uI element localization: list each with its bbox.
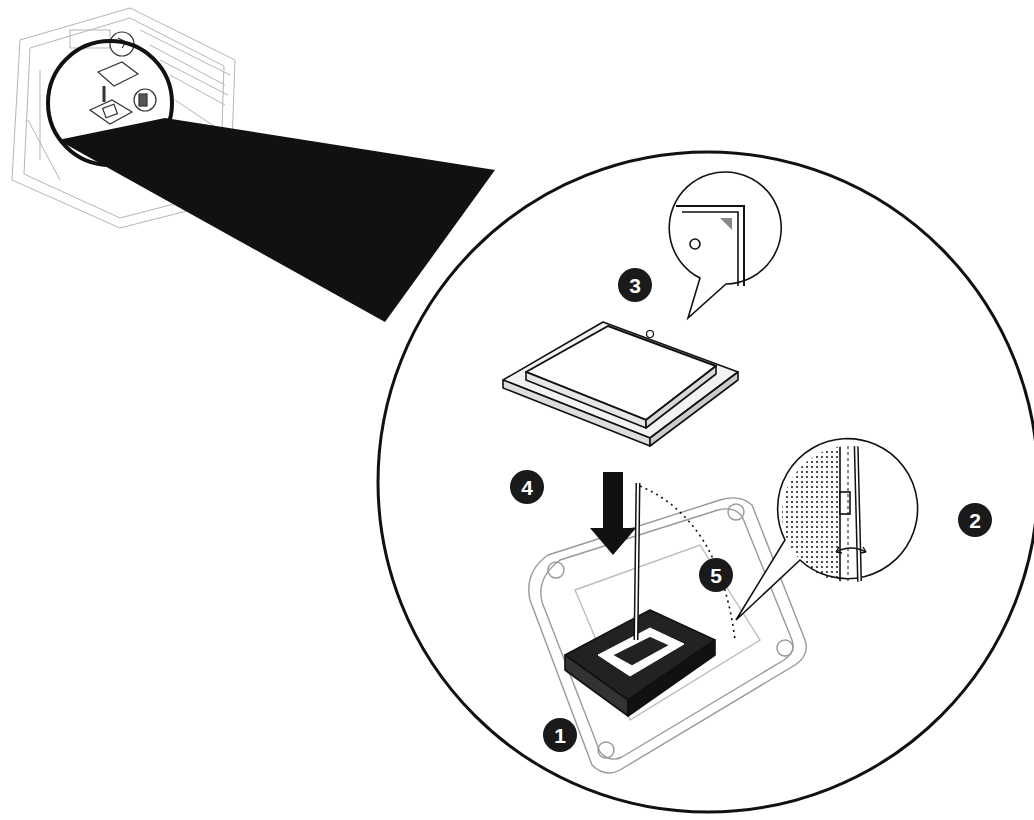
socket-body <box>565 610 715 716</box>
insert-arrow <box>590 472 636 555</box>
callout-number: 5 <box>699 558 733 592</box>
callout-number: 2 <box>958 503 992 537</box>
socket <box>529 498 806 773</box>
socket-lever <box>636 483 735 640</box>
cpu <box>503 322 738 446</box>
callout-number: 4 <box>510 470 544 504</box>
zoom-wedge <box>58 118 495 322</box>
cpu-corner-detail <box>669 172 781 318</box>
callout-number: 1 <box>543 718 577 752</box>
thumbnail-parts <box>90 32 156 124</box>
callout-number: 3 <box>618 268 652 302</box>
lever-detail <box>736 439 918 620</box>
magnified-view <box>378 152 1034 812</box>
